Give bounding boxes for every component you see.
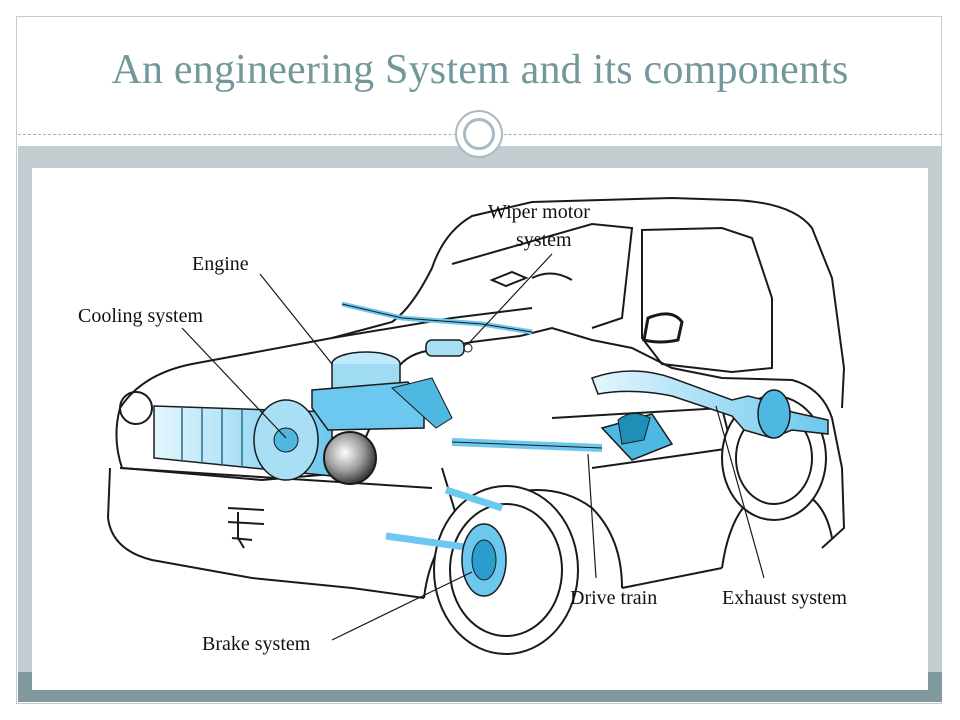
car-diagram: Wiper motor system Engine Cooling system… (78, 196, 847, 655)
slide-title: An engineering System and its components (111, 47, 849, 93)
divider-ring-icon (455, 110, 503, 158)
label-cooling-system: Cooling system (78, 305, 203, 327)
label-wiper-motor-line2: system (516, 229, 572, 251)
label-drive-train: Drive train (570, 587, 657, 609)
cooling-system-radiator (153, 399, 333, 481)
label-brake-system: Brake system (202, 633, 311, 655)
diagram-labels: Wiper motor system Engine Cooling system… (78, 201, 847, 655)
label-leader-lines (181, 253, 765, 641)
exhaust-system (591, 370, 829, 439)
label-wiper-motor-line1: Wiper motor (488, 201, 590, 223)
headlight (119, 391, 377, 485)
drive-train (451, 413, 674, 461)
engine (311, 351, 453, 431)
front-wheel (433, 485, 579, 655)
brake-system (385, 486, 507, 597)
label-exhaust-system: Exhaust system (722, 587, 847, 609)
car-diagram-panel: Wiper motor system Engine Cooling system… (32, 168, 928, 690)
label-engine: Engine (192, 253, 249, 275)
